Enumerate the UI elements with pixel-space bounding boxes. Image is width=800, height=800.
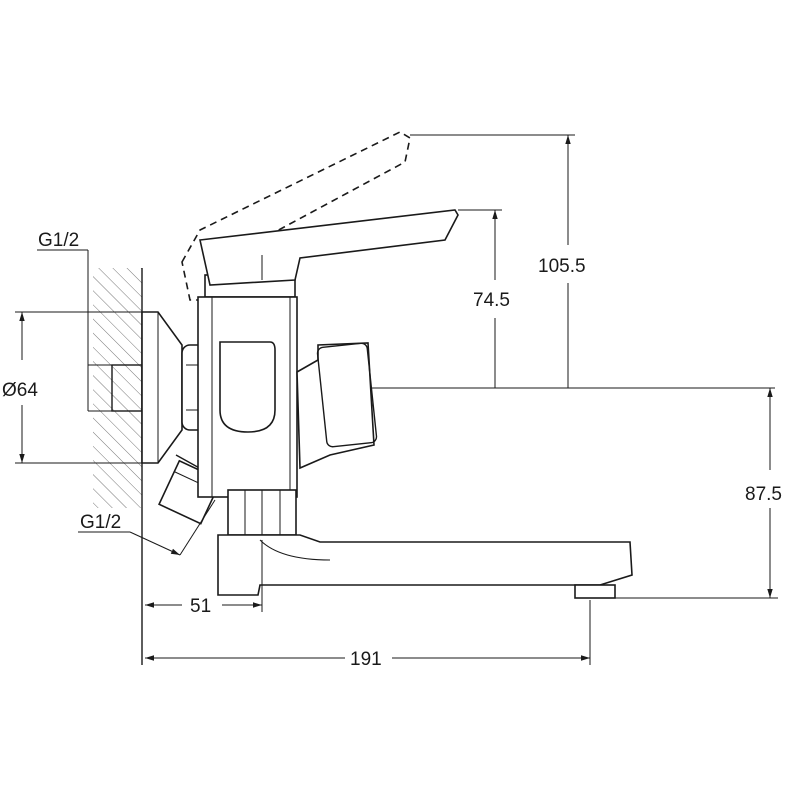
spout <box>217 489 633 599</box>
lever-handle <box>199 209 459 298</box>
label-dim-74-5: 74.5 <box>473 290 510 311</box>
wall-flange <box>141 311 183 464</box>
dim-inlet-thread-top: G1/2 <box>37 230 112 412</box>
label-flange-diameter: Ø64 <box>2 380 38 401</box>
dim-74-5: 74.5 <box>458 209 510 388</box>
label-dim-51: 51 <box>190 596 211 617</box>
label-dim-105-5: 105.5 <box>538 256 586 277</box>
label-dim-87-5: 87.5 <box>745 484 782 505</box>
dim-87-5: 87.5 <box>615 388 782 599</box>
dim-105-5: 105.5 <box>410 134 586 388</box>
dim-inlet-thread-bottom: G1/2 <box>78 499 216 556</box>
dim-191: 191 <box>145 600 591 670</box>
mixer-body <box>197 296 298 498</box>
dim-flange-diameter: Ø64 <box>2 311 142 464</box>
label-inlet-thread-top: G1/2 <box>38 230 79 251</box>
dim-51: 51 <box>145 540 263 617</box>
wall-section <box>93 268 143 665</box>
label-inlet-thread-bottom: G1/2 <box>80 512 121 533</box>
diverter-knob <box>296 342 378 470</box>
label-dim-191: 191 <box>350 649 382 670</box>
